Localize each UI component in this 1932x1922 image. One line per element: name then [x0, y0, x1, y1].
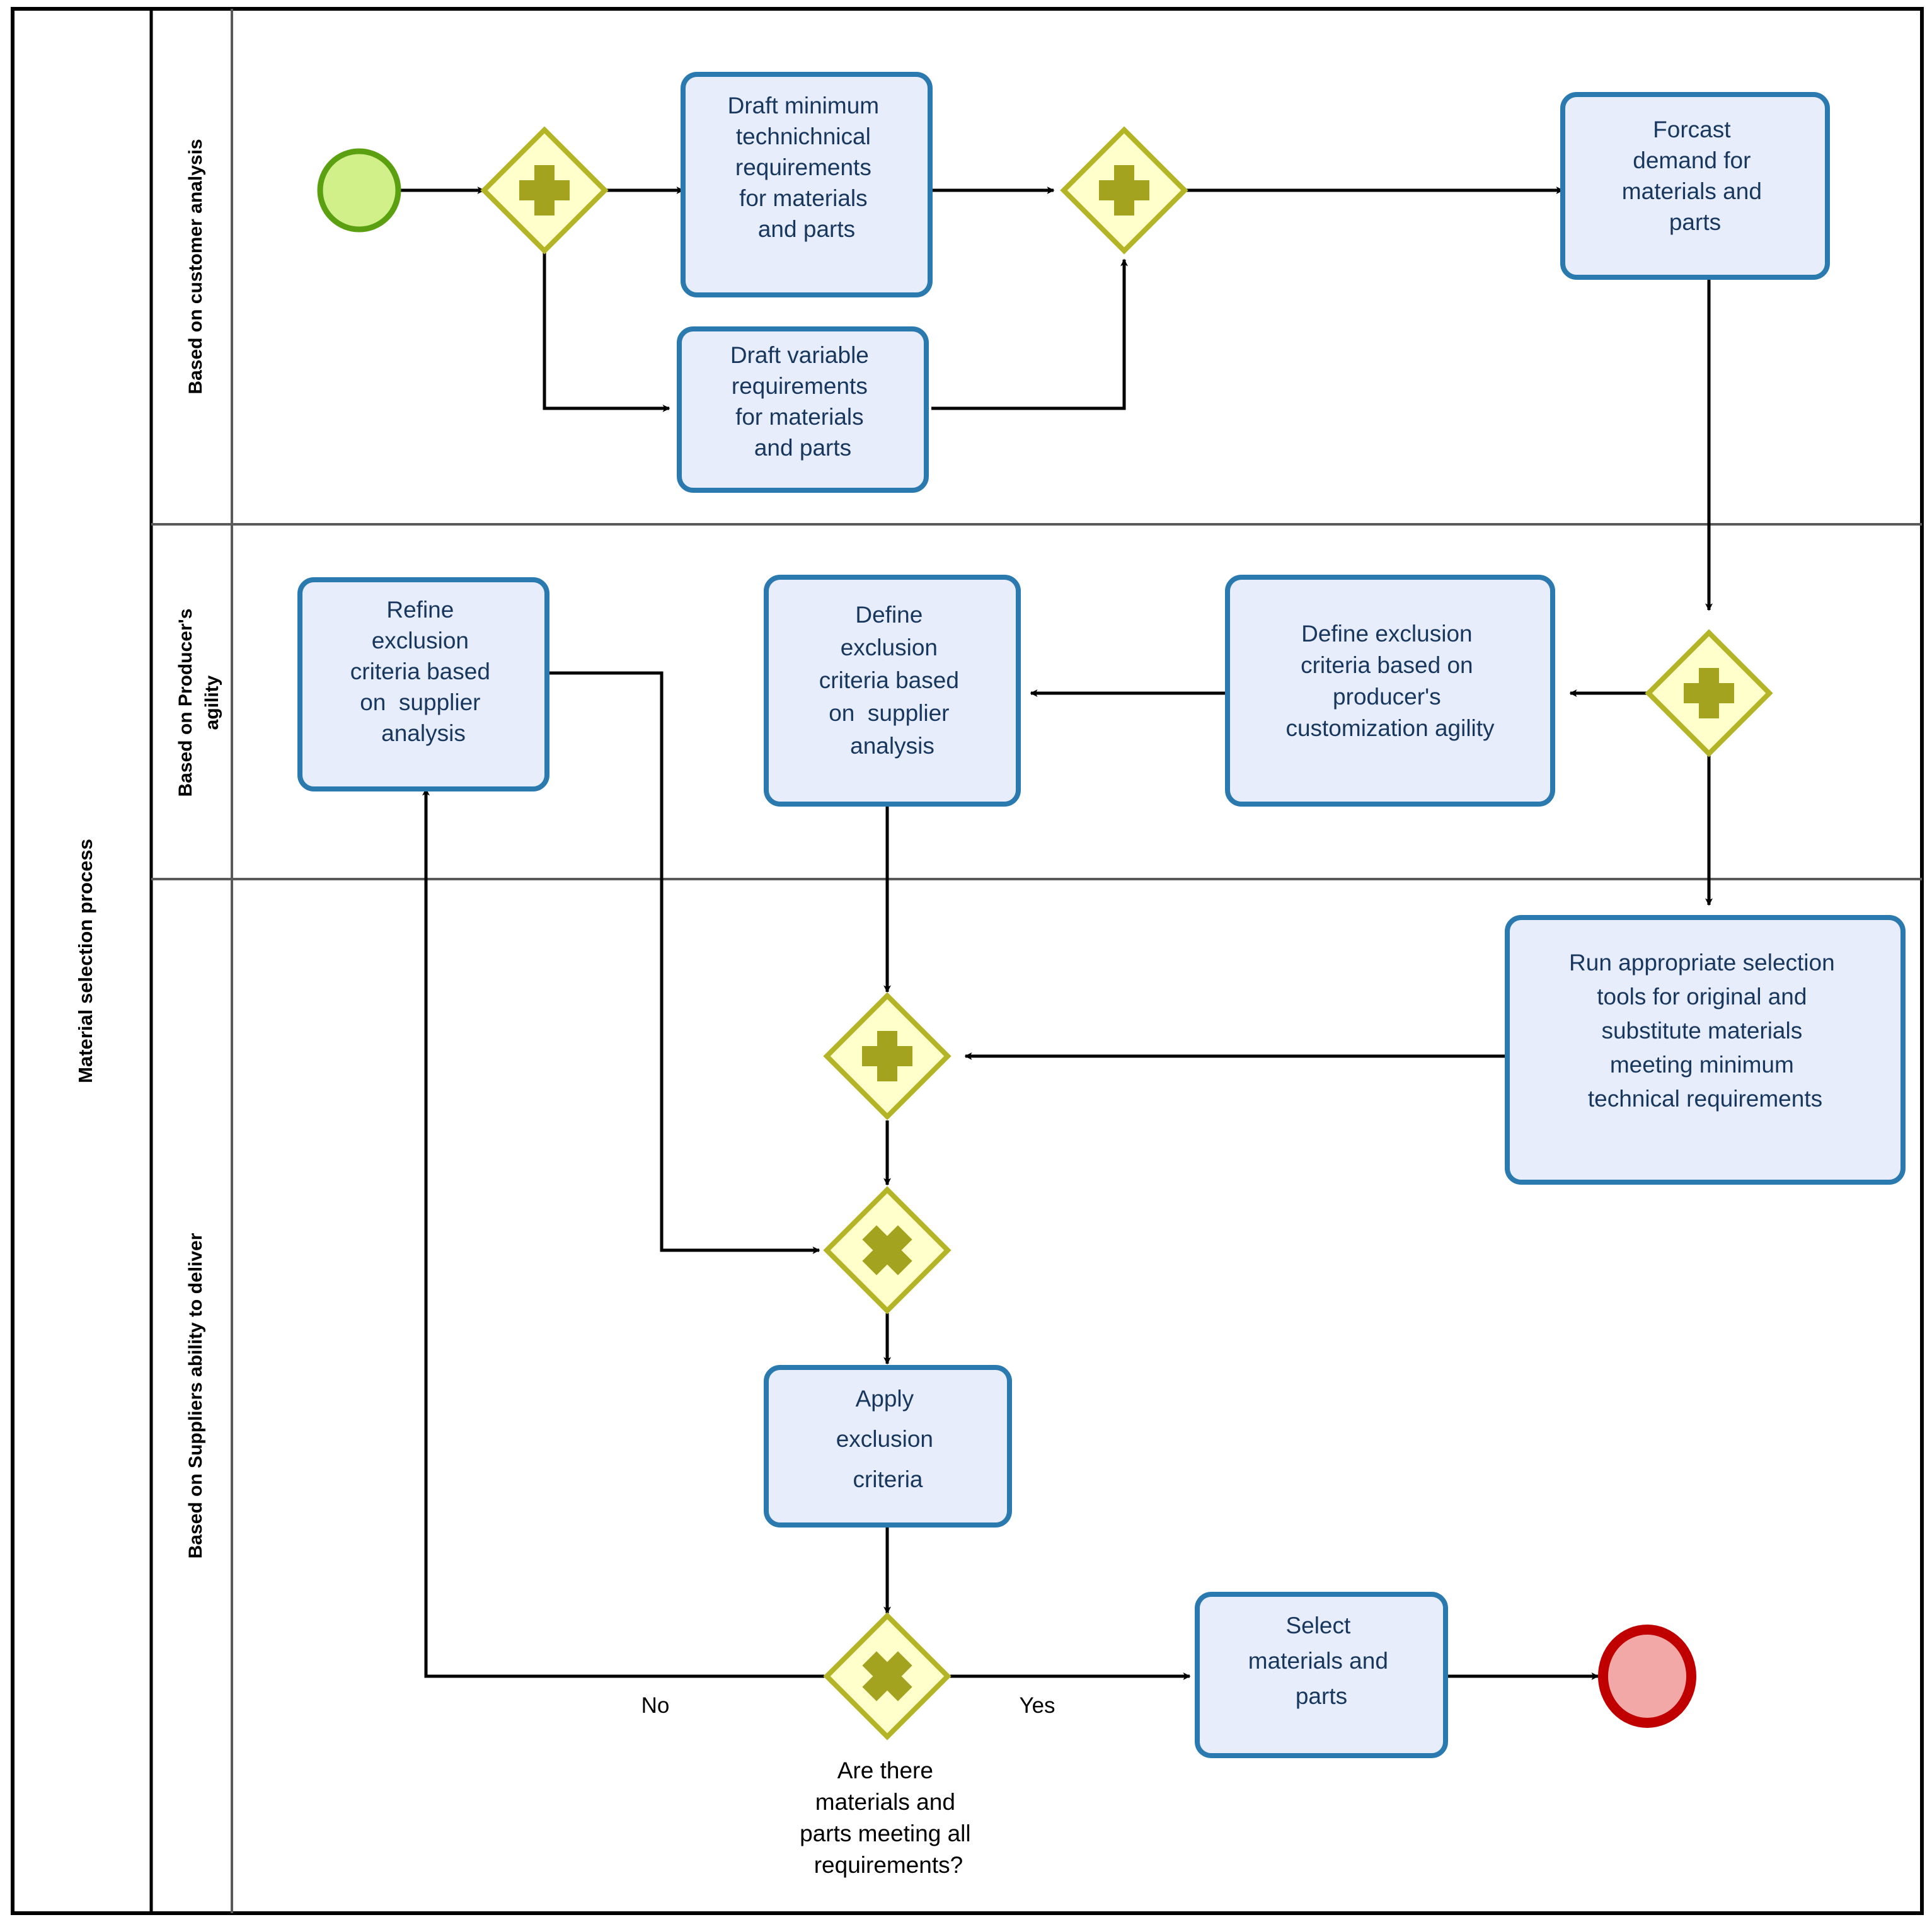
- task-line: demand for: [1633, 147, 1751, 173]
- gateway-exclusive-decision[interactable]: [823, 1612, 952, 1741]
- gateway-parallel-join-1[interactable]: [1060, 126, 1188, 255]
- lane-label-producer-agility-line1: Based on Producer's: [175, 609, 196, 797]
- pool-label: Material selection process: [74, 839, 96, 1083]
- gateway-decision-label-line: requirements?: [814, 1852, 963, 1878]
- svg-text:Run appropriate selection: Run appropriate selection tools for orig…: [1569, 950, 1841, 1112]
- task-line: for materials: [739, 185, 868, 211]
- start-event[interactable]: [317, 148, 401, 233]
- lane-label-producer-agility: Based on Producer's agility: [175, 609, 222, 797]
- task-line: on supplier: [829, 700, 949, 726]
- task-line: requirements: [732, 373, 868, 399]
- task-draft-variable-requirements[interactable]: Draft variable requirements for material…: [677, 326, 929, 493]
- task-line: Forcast: [1653, 117, 1731, 142]
- plus-icon: [1099, 165, 1149, 216]
- task-forcast-demand[interactable]: Forcast demand for materials and parts: [1560, 92, 1830, 280]
- sequence-flows: [398, 187, 1713, 1680]
- task-line: customization agility: [1285, 715, 1495, 741]
- task-line: Define: [855, 602, 923, 628]
- task-line: analysis: [381, 720, 466, 746]
- plus-icon: [862, 1031, 912, 1081]
- task-line: Define exclusion: [1301, 621, 1472, 647]
- plus-icon: [519, 165, 570, 216]
- task-line: analysis: [850, 733, 934, 759]
- task-line: Draft variable: [730, 342, 869, 368]
- svg-text:Draft variable requireme: Draft variable requirements for material…: [730, 342, 875, 461]
- task-draft-minimum-technical-requirements[interactable]: Draft minimum technichnical requirements…: [681, 72, 933, 297]
- task-line: producer's: [1333, 684, 1441, 710]
- gateway-parallel-join-2[interactable]: [823, 992, 952, 1120]
- gateway-parallel-split-1[interactable]: [480, 126, 609, 255]
- task-apply-exclusion-criteria[interactable]: Apply exclusion criteria: [764, 1365, 1012, 1528]
- x-icon: [862, 1651, 912, 1701]
- end-event[interactable]: [1598, 1625, 1696, 1728]
- task-line: materials and: [1622, 178, 1762, 204]
- task-line: technical requirements: [1588, 1086, 1822, 1112]
- gateway-decision-label: Are there materials and parts meeting al…: [800, 1758, 977, 1878]
- task-line: criteria based: [350, 659, 490, 684]
- task-select-materials-and-parts[interactable]: Select materials and parts: [1195, 1592, 1448, 1758]
- task-line: exclusion: [836, 1426, 933, 1452]
- task-line: Refine: [386, 597, 454, 623]
- lane-label-producer-agility-line2: agility: [202, 675, 222, 730]
- task-run-selection-tools[interactable]: Run appropriate selection tools for orig…: [1505, 915, 1906, 1185]
- svg-text:Apply exclusion cr: Apply exclusion criteria: [836, 1386, 940, 1492]
- svg-text:Define exclusion criteri: Define exclusion criteria based on produ…: [1285, 621, 1495, 741]
- task-line: parts: [1669, 209, 1721, 235]
- gateway-decision-label-line: materials and: [815, 1789, 955, 1815]
- task-line: Draft minimum: [728, 93, 880, 118]
- task-line: Select: [1285, 1613, 1351, 1638]
- task-line: tools for original and: [1597, 984, 1807, 1010]
- task-line: exclusion: [372, 628, 469, 653]
- flow-label-yes: Yes: [1019, 1693, 1055, 1718]
- task-line: requirements: [735, 154, 871, 180]
- flow-draft-var-to-join1: [931, 258, 1128, 410]
- task-line: meeting minimum: [1610, 1052, 1794, 1078]
- task-line: criteria: [853, 1466, 923, 1492]
- gateway-decision-label-line: Are there: [837, 1758, 933, 1783]
- plus-icon: [1684, 668, 1734, 718]
- flow-refine-to-merge: [547, 671, 820, 1254]
- task-define-exclusion-criteria-producer[interactable]: Define exclusion criteria based on produ…: [1225, 575, 1555, 807]
- svg-text:Select materials and: Select materials and parts: [1248, 1613, 1394, 1709]
- task-refine-exclusion-criteria[interactable]: Refine exclusion criteria based on suppl…: [297, 577, 549, 791]
- task-line: technichnical: [736, 124, 871, 149]
- lane-label-customer-analysis: Based on customer analysis: [185, 139, 206, 394]
- task-line: materials and: [1248, 1648, 1388, 1674]
- task-line: substitute materials: [1601, 1018, 1802, 1044]
- gateway-exclusive-merge[interactable]: [823, 1186, 952, 1315]
- gateway-parallel-split-2[interactable]: [1645, 629, 1773, 757]
- task-line: for materials: [735, 404, 864, 430]
- task-line: and parts: [754, 435, 851, 461]
- flow-decision-no-to-refine: [422, 788, 824, 1678]
- svg-text:Draft minimum technichni: Draft minimum technichnical requirements…: [728, 93, 886, 242]
- lane-label-supplier-ability: Based on Suppliers ability to deliver: [185, 1233, 206, 1558]
- task-line: exclusion: [841, 635, 938, 660]
- task-line: parts: [1296, 1683, 1347, 1709]
- task-line: Apply: [856, 1386, 914, 1412]
- task-line: criteria based on: [1301, 652, 1473, 678]
- flow-split1-to-draft-var: [543, 251, 670, 412]
- task-line: and parts: [758, 216, 855, 242]
- task-line: Run appropriate selection: [1569, 950, 1835, 975]
- svg-text:Define exclusion c: Define exclusion criteria based on suppl…: [819, 602, 965, 759]
- task-define-exclusion-criteria-supplier[interactable]: Define exclusion criteria based on suppl…: [764, 575, 1021, 807]
- svg-text:Forcast demand for: Forcast demand for materials and parts: [1622, 117, 1768, 235]
- task-line: criteria based: [819, 667, 959, 693]
- task-line: on supplier: [360, 689, 480, 715]
- svg-text:Refine exclusion c: Refine exclusion criteria based on suppl…: [350, 597, 497, 746]
- gateway-decision-label-line: parts meeting all: [800, 1821, 970, 1846]
- flow-label-no: No: [641, 1693, 670, 1718]
- x-icon: [862, 1225, 912, 1275]
